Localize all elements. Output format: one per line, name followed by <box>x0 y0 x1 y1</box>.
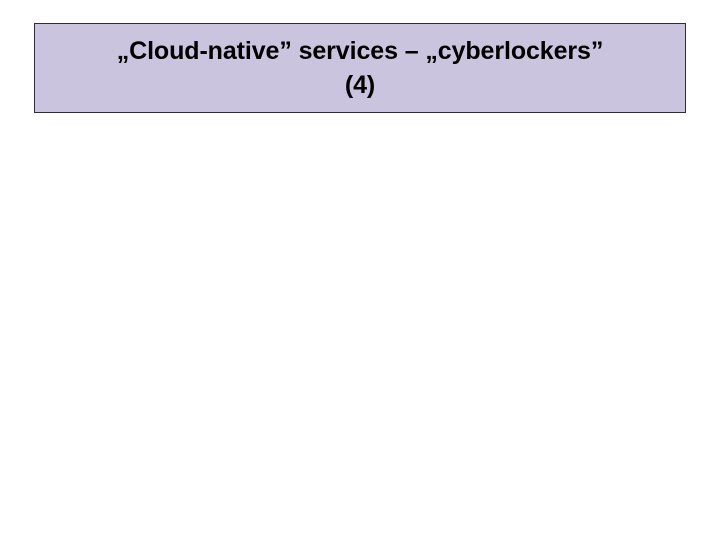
slide-body-area <box>34 130 686 520</box>
slide-title-line-1: „Cloud-native” services – „cyberlockers” <box>116 37 604 65</box>
slide-title-line-2: (4) <box>344 71 376 99</box>
slide-title-box[interactable]: „Cloud-native” services – „cyberlockers”… <box>34 23 686 113</box>
